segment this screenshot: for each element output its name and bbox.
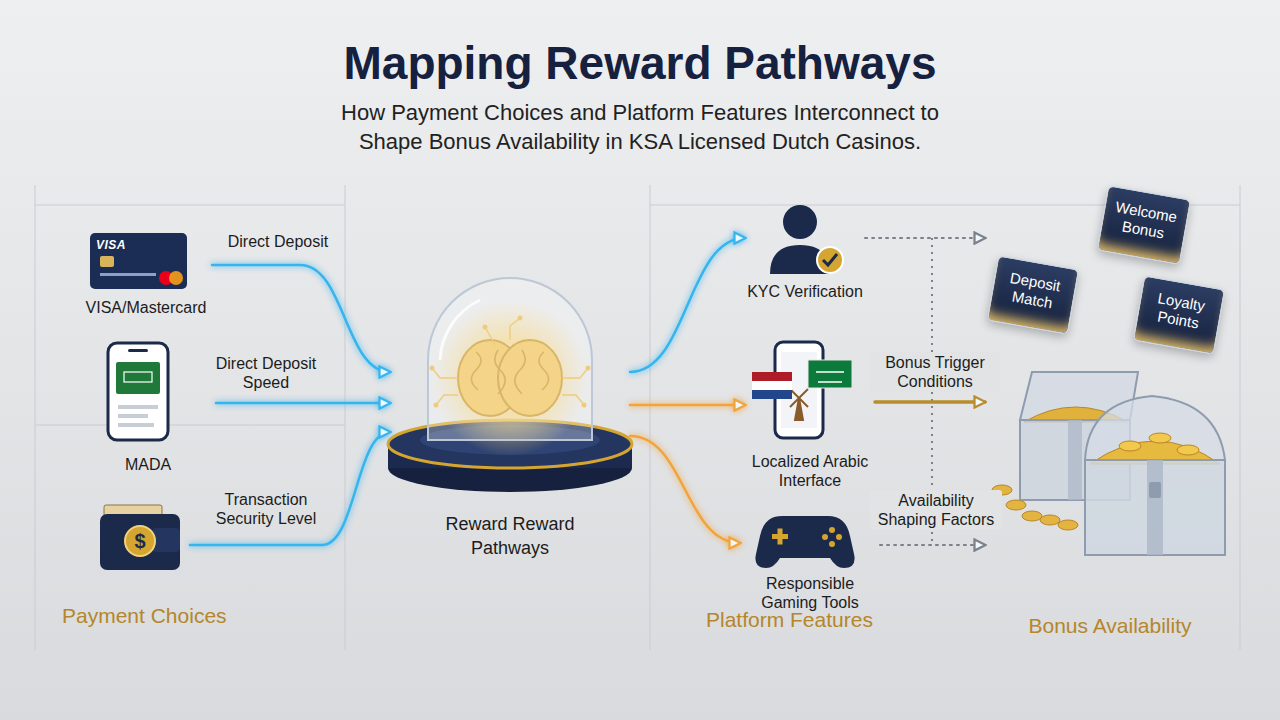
phone-line: [118, 414, 148, 418]
gamepad-button: [836, 534, 842, 540]
feature-node: KYC Verification: [745, 198, 865, 301]
chest-lock: [1149, 482, 1161, 498]
card-chip: [100, 256, 114, 267]
page-subtitle: How Payment Choices and Platform Feature…: [310, 98, 970, 156]
brain-hub-illustration: [388, 278, 632, 492]
node-text: VISA/Mastercard: [80, 298, 212, 317]
dotted-connector: [880, 544, 985, 546]
check-badge: [817, 247, 843, 273]
card-number-strip: [100, 273, 156, 276]
treasure-chests: [992, 372, 1225, 555]
phone-notch: [128, 349, 148, 352]
flow-connector: [216, 402, 390, 405]
gamepad-button: [822, 534, 828, 540]
card-brand-circle: [169, 271, 183, 285]
phone-screen-mark: [124, 372, 152, 382]
coin: [1006, 500, 1026, 510]
check-mark: [823, 254, 837, 265]
payment-method-node: MADA: [80, 338, 216, 474]
connector-label: Transaction Security Level: [210, 490, 322, 528]
card-brand-text: VISA: [96, 238, 126, 252]
dotted-connector: [865, 237, 985, 239]
wallet-node: $: [90, 525, 190, 557]
dpad: [778, 529, 783, 545]
bonus-tag: Deposit Match: [987, 255, 1079, 334]
credit-card-icon: [90, 233, 187, 289]
coin: [1177, 445, 1199, 455]
node-text: Loyalty Points: [1143, 287, 1216, 334]
coin: [1040, 515, 1060, 525]
connector-label: Direct Deposit Speed: [210, 354, 322, 392]
dome-highlight: [440, 300, 480, 360]
bonus-tag: Welcome Bonus: [1097, 185, 1191, 265]
phone-line: [118, 423, 154, 427]
flow-connector: [630, 436, 740, 543]
gamepad-icon: [755, 516, 854, 568]
node-text: KYC Verification: [745, 282, 865, 301]
node-text: Responsible Gaming Tools: [740, 574, 880, 612]
coin: [1022, 511, 1042, 521]
phone-body: [108, 343, 168, 440]
phone-screen-panel: [116, 362, 160, 394]
coin: [1149, 433, 1171, 443]
coin: [1119, 441, 1141, 451]
bonus-tag: Loyalty Points: [1133, 275, 1225, 354]
grid-line: [345, 185, 346, 650]
node-text: Localized Arabic Interface: [745, 452, 875, 490]
wallet-flap: [152, 528, 180, 552]
chest-band: [1147, 460, 1163, 555]
flow-connector: [630, 238, 745, 372]
node-text: Bonus Availability: [985, 613, 1235, 639]
grid-line: [35, 205, 345, 206]
connector-label: Direct Deposit: [218, 232, 338, 251]
chest-body: [1085, 460, 1225, 555]
mada-phone-icon: [108, 343, 168, 440]
chest-band: [1068, 420, 1082, 500]
person-head: [783, 205, 817, 239]
flag-stripe-white: [752, 381, 792, 390]
windmill-symbol: [790, 389, 808, 420]
node-text: $: [90, 525, 190, 557]
coin: [1058, 520, 1078, 530]
node-text: Welcome Bonus: [1107, 197, 1182, 245]
grid-line: [650, 185, 651, 650]
connector-label: Bonus Trigger Conditions: [870, 352, 1000, 392]
section-heading: Platform Features: [706, 607, 873, 633]
flow-connector: [630, 404, 745, 407]
node-text: Deposit Match: [997, 267, 1070, 314]
grid-line: [1240, 185, 1241, 650]
glass-dome: [428, 278, 592, 440]
page-title: Mapping Reward Pathways: [0, 36, 1280, 90]
feature-node: Responsible Gaming Tools: [740, 508, 880, 612]
saudi-flag: [808, 360, 852, 388]
card-body: [90, 233, 187, 289]
grid-line: [35, 185, 36, 650]
gamepad-button: [829, 527, 835, 533]
feature-node: Localized Arabic Interface: [745, 334, 875, 490]
flag-stripe-red: [752, 372, 792, 381]
node-text: Reward Reward Pathways: [440, 512, 580, 560]
flag-stripe-blue: [752, 390, 792, 399]
flow-connector: [190, 432, 390, 545]
flag-emblem: [816, 372, 844, 382]
section-heading: Payment Choices: [62, 603, 227, 629]
gamepad-body: [755, 516, 854, 568]
localized-phone-icon: [752, 342, 852, 438]
kyc-person-icon: [770, 205, 843, 274]
grid-line: [35, 425, 345, 426]
annotation-label: Availability Shaping Factors: [870, 490, 1002, 530]
hub-node: Reward Reward Pathways: [390, 262, 630, 560]
gamepad-button: [829, 541, 835, 547]
phone-line: [118, 405, 158, 409]
flow-connector: [875, 400, 985, 404]
node-text: MADA: [80, 455, 216, 474]
grid-lines: [35, 185, 1240, 650]
